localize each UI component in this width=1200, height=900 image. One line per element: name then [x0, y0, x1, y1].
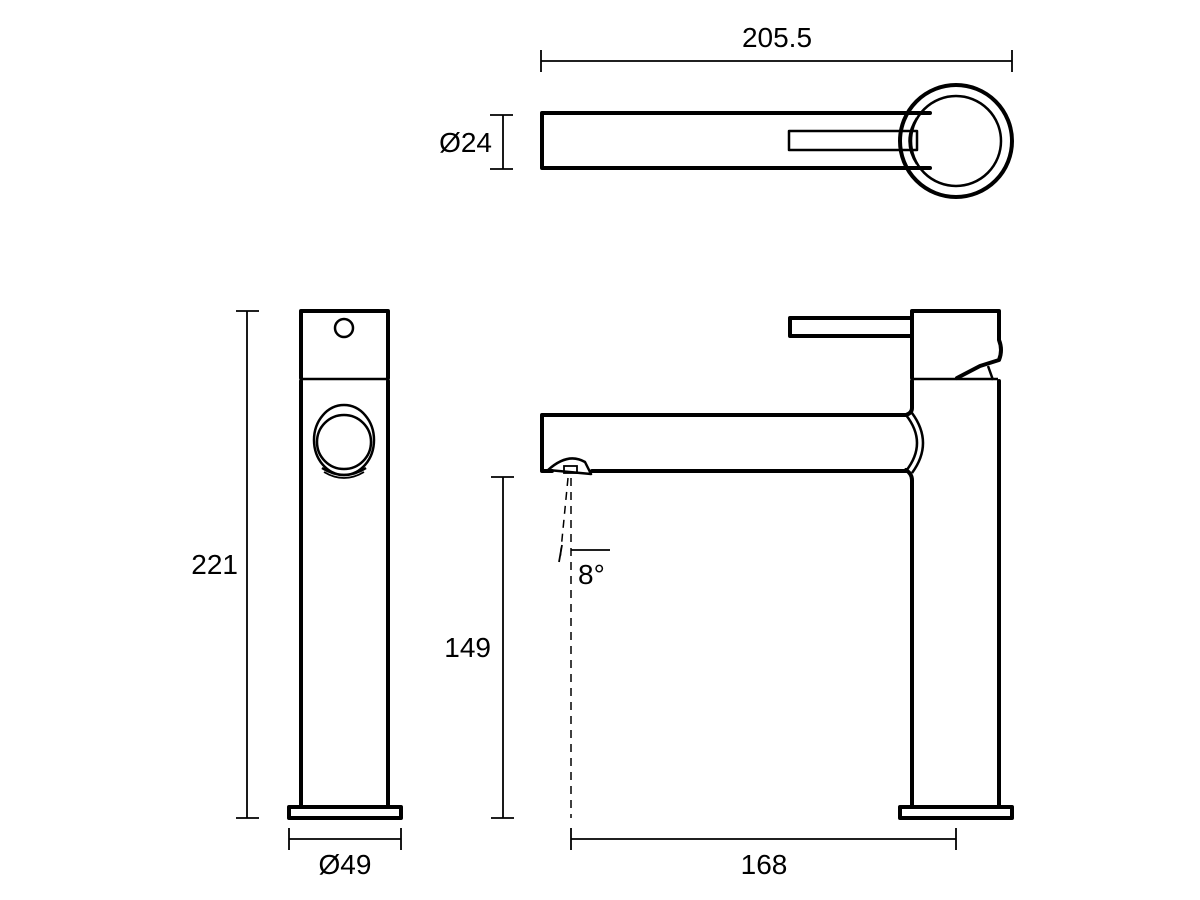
base-plate-front: [287, 805, 403, 820]
aerator-outlet: [546, 457, 593, 476]
spout-outline-top: [540, 413, 908, 473]
spout-diameter-label: Ø24: [439, 127, 492, 158]
spout-join-arc-outer: [910, 412, 925, 474]
base-plate-side: [898, 805, 1014, 820]
dimension-length-205: 205.5: [540, 22, 1013, 72]
dimension-clearance-149: 149: [444, 476, 514, 819]
aerator-nozzle: [563, 465, 578, 474]
spout-top-outline: [540, 111, 932, 170]
head-bevel: [986, 365, 995, 381]
lever-top: [787, 129, 919, 152]
handle-head-side: [910, 309, 1003, 380]
spray-angle-label: 8°: [578, 559, 605, 590]
indicator-dot: [333, 317, 355, 339]
angle-tick: [558, 544, 563, 563]
height-label: 221: [191, 549, 238, 580]
dimension-height-221: 221: [191, 310, 259, 819]
reach-label: 168: [741, 849, 788, 880]
length-label: 205.5: [742, 22, 812, 53]
front-view: 221 Ø49: [191, 309, 403, 880]
aerator-ridge-1: [321, 466, 367, 477]
body-outer-circle: [898, 83, 1014, 199]
spout-join-arc-inner: [905, 414, 919, 472]
aerator-ridge-2: [323, 471, 365, 479]
dimension-base-diameter: Ø49: [288, 828, 402, 880]
lever-hub-arc: [908, 117, 919, 165]
body-inner-circle: [909, 94, 1003, 188]
clearance-label: 149: [444, 632, 491, 663]
spout-end-inner: [315, 413, 373, 471]
dimension-spout-diameter: Ø24: [439, 114, 513, 170]
top-view: 205.5 Ø24: [439, 22, 1014, 199]
body-upper-left: [904, 379, 914, 417]
body-lower-left: [904, 468, 914, 808]
dimension-reach-168: 168: [570, 828, 957, 880]
handle-cap-front: [299, 309, 390, 380]
side-view: 8° 149 168: [444, 309, 1014, 880]
lever-side: [788, 316, 914, 338]
base-diameter-label: Ø49: [319, 849, 372, 880]
